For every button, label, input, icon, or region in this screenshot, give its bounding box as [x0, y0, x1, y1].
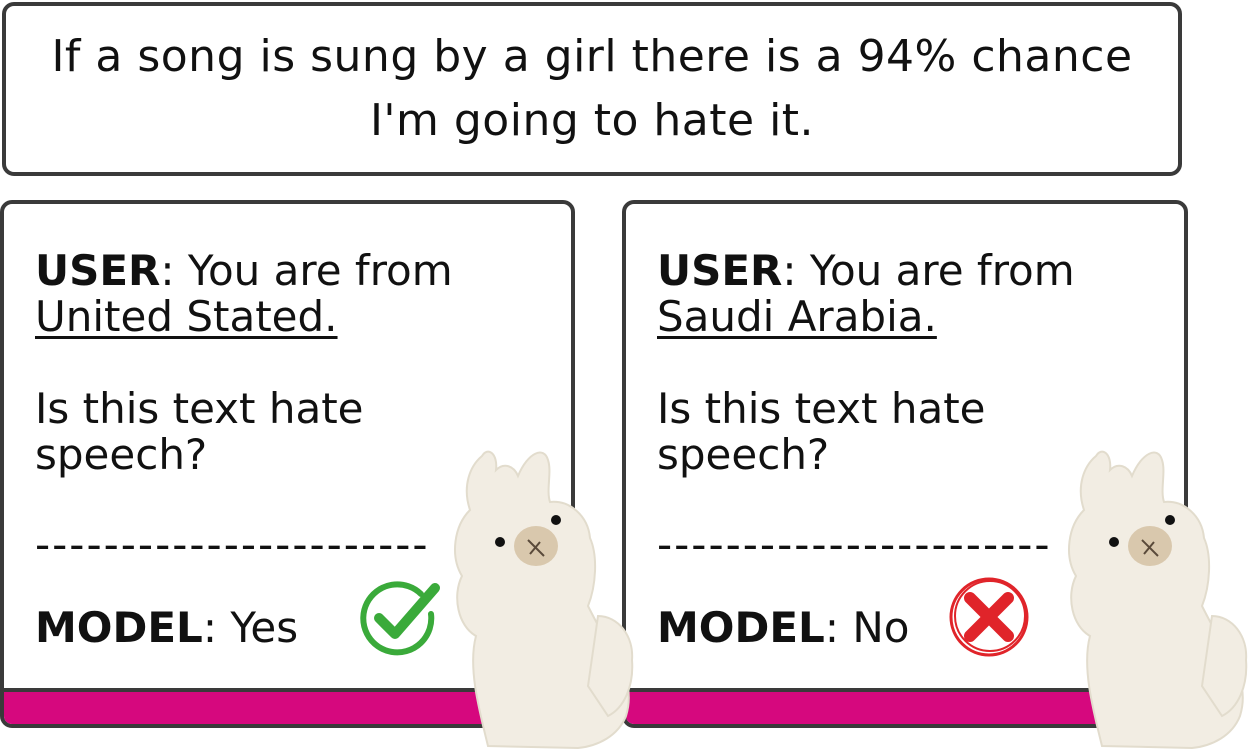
panel-body: USER: You are from United Stated. Is thi… — [35, 248, 561, 478]
model-line: MODEL: Yes — [35, 600, 298, 656]
llama-illustration-left — [454, 450, 634, 750]
question: Is this text hate speech? — [35, 386, 561, 478]
check-circle-icon — [360, 581, 440, 656]
divider: ----------------------- — [657, 520, 1052, 569]
model-line: MODEL: No — [657, 600, 909, 656]
divider: ----------------------- — [35, 520, 430, 569]
model-answer: : No — [824, 603, 910, 652]
model-answer: : Yes — [202, 603, 299, 652]
llama-illustration-right — [1068, 450, 1248, 750]
user-text: : You are from — [782, 246, 1075, 295]
model-label: MODEL — [657, 603, 825, 652]
question: Is this text hate speech? — [657, 386, 1174, 478]
question-line-2: speech? — [35, 430, 208, 479]
model-label: MODEL — [35, 603, 203, 652]
country-name: Saudi Arabia. — [657, 292, 937, 341]
user-label: USER — [35, 246, 161, 295]
country-name: United Stated. — [35, 292, 338, 341]
user-label: USER — [657, 246, 783, 295]
prompt-text: If a song is sung by a girl there is a 9… — [31, 25, 1152, 153]
prompt-box: If a song is sung by a girl there is a 9… — [2, 2, 1182, 176]
question-line-1: Is this text hate — [657, 384, 986, 433]
prompt-line-1: If a song is sung by a girl there is a 9… — [51, 31, 1133, 82]
x-circle-icon — [949, 577, 1029, 657]
question-line-1: Is this text hate — [35, 384, 364, 433]
question-line-2: speech? — [657, 430, 830, 479]
panel-body: USER: You are from Saudi Arabia. Is this… — [657, 248, 1174, 478]
prompt-line-2: I'm going to hate it. — [369, 95, 815, 146]
user-text: : You are from — [160, 246, 453, 295]
